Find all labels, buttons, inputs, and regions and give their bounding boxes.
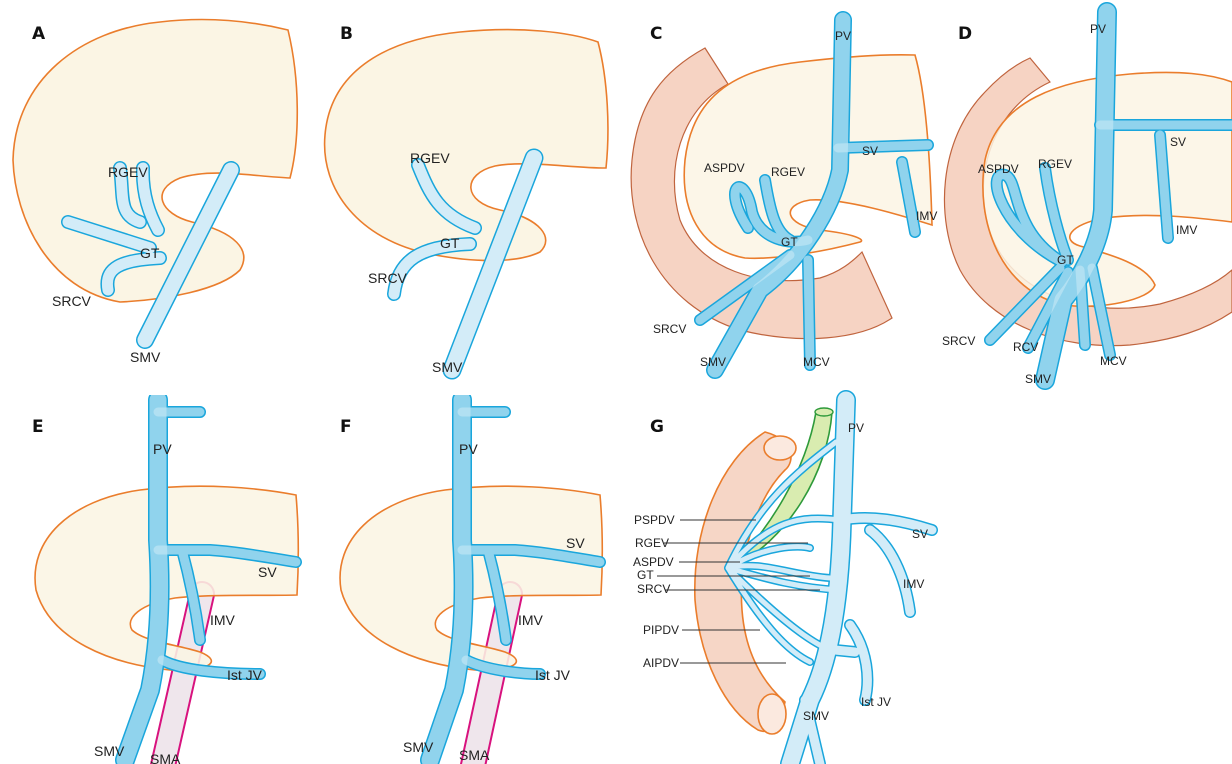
label-a-smv: SMV <box>130 349 161 365</box>
panel-letter-a: A <box>32 24 46 44</box>
label-g-pv: PV <box>848 421 864 435</box>
label-e-pv: PV <box>153 441 172 457</box>
label-a-gt: GT <box>140 245 160 261</box>
label-a-srcv: SRCV <box>52 293 92 309</box>
label-c-sv: SV <box>862 144 878 158</box>
panel-a: A RGEV GT SRCV SMV <box>13 20 297 365</box>
label-f-sv: SV <box>566 535 585 551</box>
panel-g: G PV PSPDV RGEV ASPDV GT SRCV <box>633 400 932 764</box>
panel-f: F PV SV IMV Ist JV SMV SMA <box>340 400 602 764</box>
label-b-rgev: RGEV <box>410 150 450 166</box>
panel-letter-e: E <box>32 417 44 437</box>
label-d-rgev: RGEV <box>1038 157 1072 171</box>
panel-letter-b: B <box>340 24 353 44</box>
label-e-jv: Ist JV <box>227 667 263 683</box>
label-f-smv: SMV <box>403 739 434 755</box>
label-c-srcv: SRCV <box>653 322 686 336</box>
label-c-gt: GT <box>781 235 798 249</box>
label-e-smv: SMV <box>94 743 125 759</box>
duodenum-opening-bottom <box>758 694 786 734</box>
label-d-smv: SMV <box>1025 372 1051 386</box>
label-c-smv: SMV <box>700 355 726 369</box>
label-g-srcv: SRCV <box>637 582 670 596</box>
label-e-sv: SV <box>258 564 277 580</box>
label-d-pv: PV <box>1090 22 1106 36</box>
label-c-rgev: RGEV <box>771 165 805 179</box>
panel-letter-f: F <box>340 417 352 437</box>
label-g-aspdv: ASPDV <box>633 555 674 569</box>
label-g-rgev: RGEV <box>635 536 669 550</box>
label-d-sv: SV <box>1170 135 1186 149</box>
label-f-sma: SMA <box>459 747 490 763</box>
label-c-mcv: MCV <box>803 355 830 369</box>
label-d-aspdv: ASPDV <box>978 162 1019 176</box>
panel-letter-c: C <box>650 24 662 44</box>
panel-c: C PV SV ASPDV RGEV GT IMV SRCV SMV MCV <box>631 20 937 370</box>
label-g-pspdv: PSPDV <box>634 513 675 527</box>
label-g-sv: SV <box>912 527 928 541</box>
panel-e: E PV SV IMV Ist JV SMV SMA <box>32 400 298 764</box>
label-b-srcv: SRCV <box>368 270 408 286</box>
label-b-gt: GT <box>440 235 460 251</box>
label-d-gt: GT <box>1057 253 1074 267</box>
panel-letter-d: D <box>958 24 972 44</box>
panel-letter-g: G <box>650 417 664 437</box>
duodenum-opening-top <box>764 436 796 460</box>
label-e-imv: IMV <box>210 612 236 628</box>
label-d-imv: IMV <box>1176 223 1197 237</box>
label-c-pv: PV <box>835 29 851 43</box>
label-g-aipdv: AIPDV <box>643 656 679 670</box>
label-f-imv: IMV <box>518 612 544 628</box>
label-b-smv: SMV <box>432 359 463 375</box>
label-d-mcv: MCV <box>1100 354 1127 368</box>
label-g-smv: SMV <box>803 709 829 723</box>
label-d-rcv: RCV <box>1013 340 1038 354</box>
label-c-aspdv: ASPDV <box>704 161 745 175</box>
label-c-imv: IMV <box>916 209 937 223</box>
label-g-imv: IMV <box>903 577 924 591</box>
label-g-jv: Ist JV <box>861 695 891 709</box>
bile-duct-opening <box>815 408 833 416</box>
label-f-pv: PV <box>459 441 478 457</box>
label-a-rgev: RGEV <box>108 164 148 180</box>
panel-d: D PV SV ASPDV RGEV GT IMV SRCV RCV MCV S… <box>942 12 1232 386</box>
label-g-pipdv: PIPDV <box>643 623 679 637</box>
label-e-sma: SMA <box>150 751 181 764</box>
panel-b: B RGEV GT SRCV SMV <box>325 24 608 375</box>
label-f-jv: Ist JV <box>535 667 571 683</box>
label-d-srcv: SRCV <box>942 334 975 348</box>
label-g-gt: GT <box>637 568 654 582</box>
